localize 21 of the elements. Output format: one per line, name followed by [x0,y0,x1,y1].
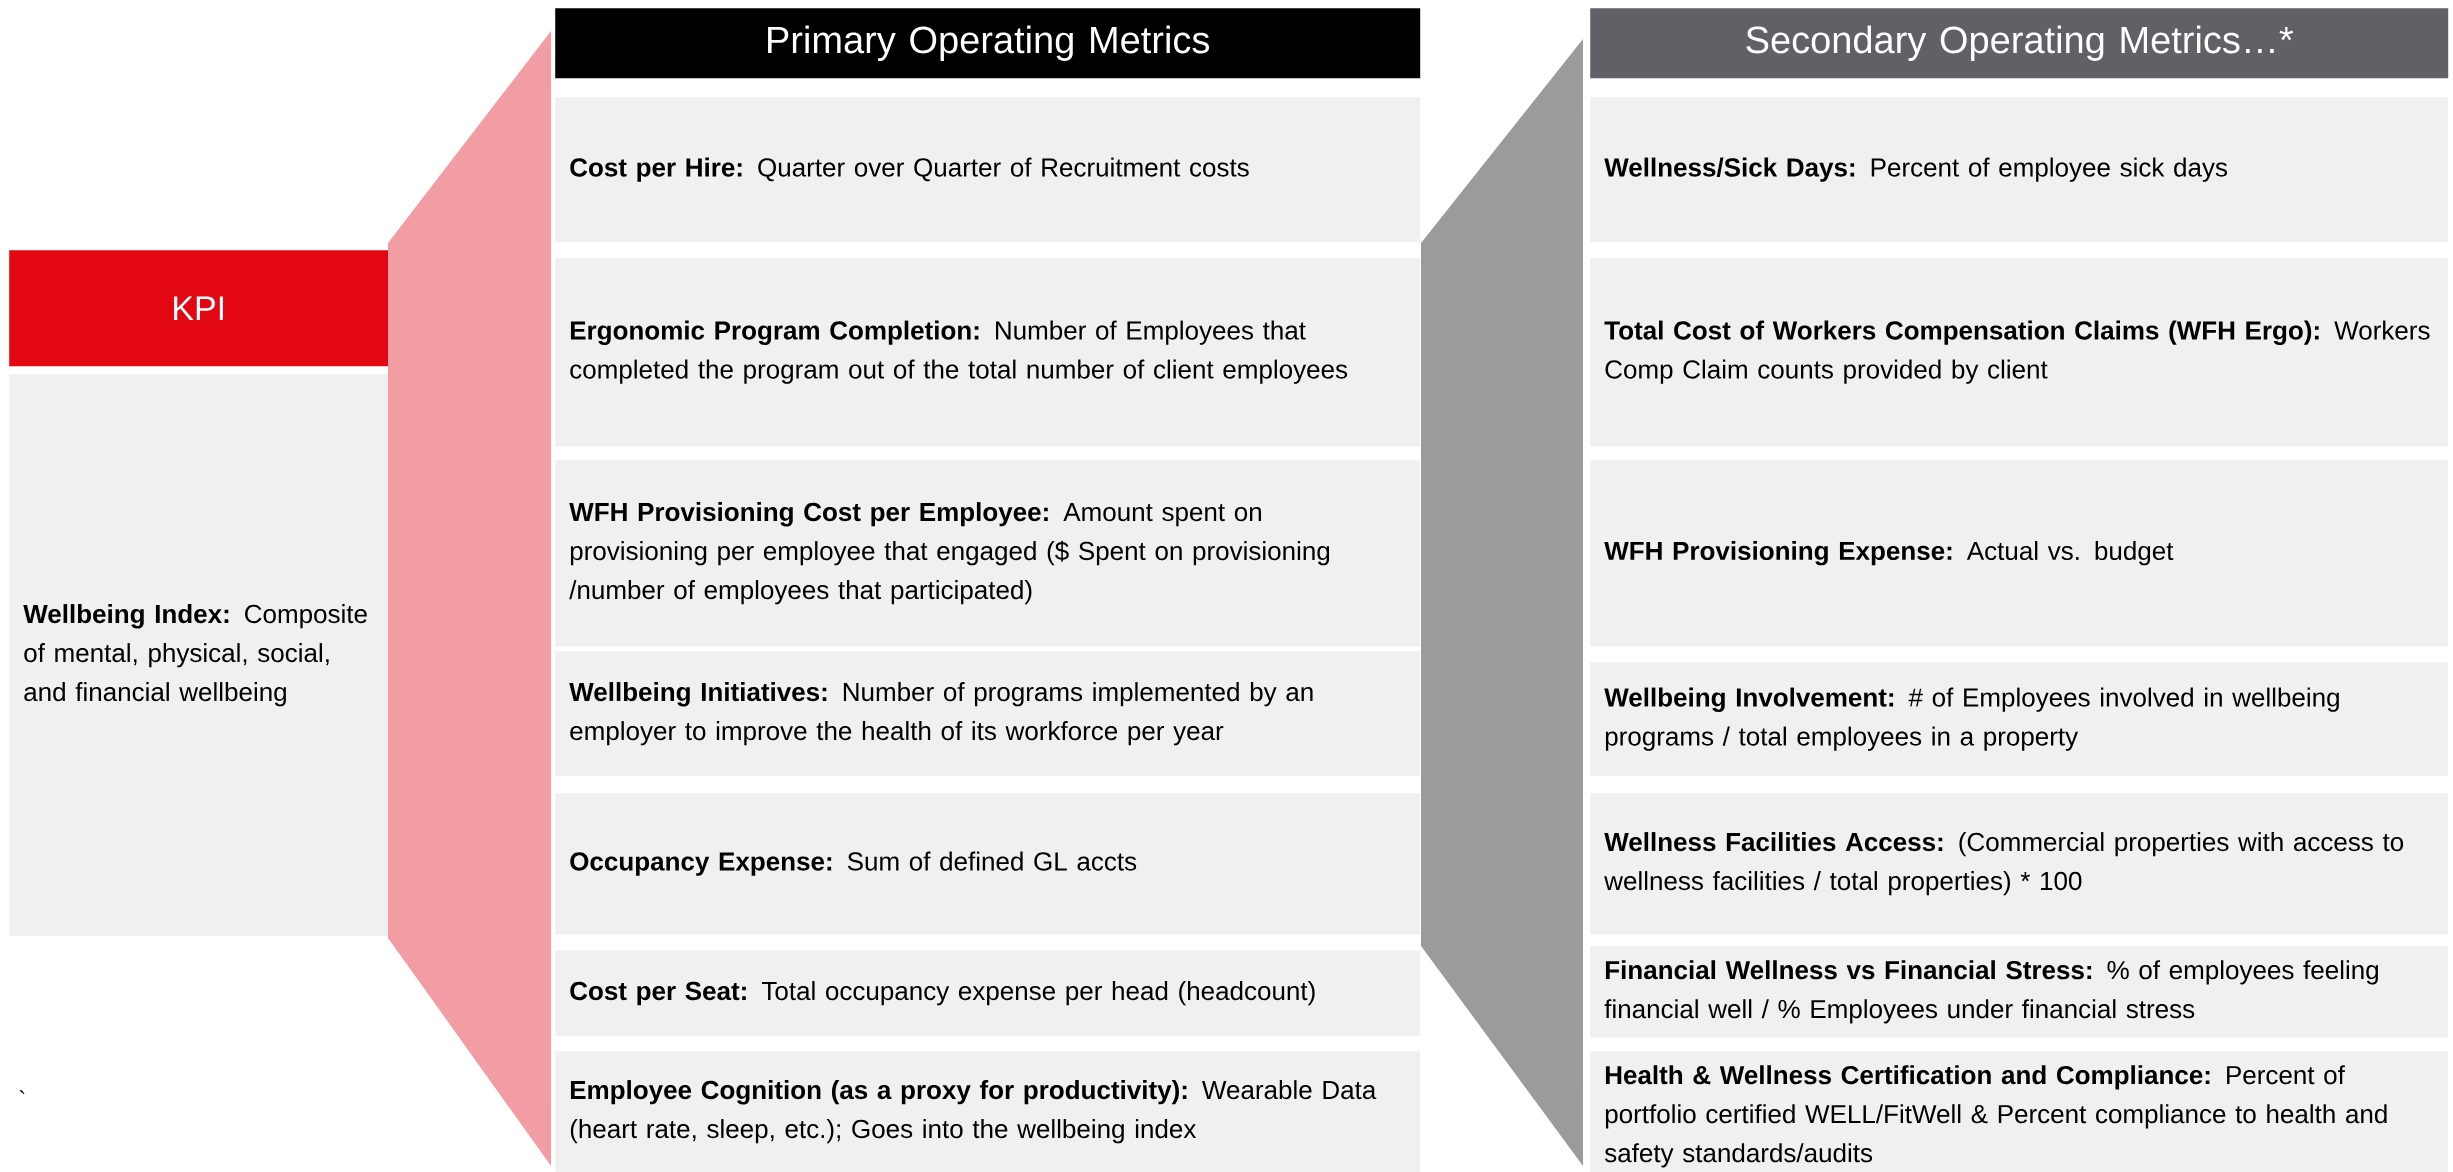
metric-box: Wellness Facilities Access: (Commercial properties with access to wellness facilities / total properties) * 100 [1590,793,2449,935]
metric-box: Wellbeing Initiatives: Number of programs implemented by an employer to improve the health of its workforce per year [555,651,1421,777]
column-header: Primary Operating Metrics [555,8,1421,79]
metric-box: WFH Provisioning Cost per Employee: Amount spent on provisioning per employee that engaged ($ Spent on provisioning /number of employees that participated) [555,460,1421,647]
note-text: ` [19,1090,25,1094]
metric-box: Financial Wellness vs Financial Stress: % of employees feeling financial well / % Employees under financial stress [1590,946,2449,1038]
header-box: KPI [9,250,389,367]
column-header: Secondary Operating Metrics…* [1590,8,2449,79]
metric-box: WFH Provisioning Expense: Actual vs. budget [1590,460,2449,647]
metric-box: Occupancy Expense: Sum of defined GL accts [555,793,1421,935]
metric-box: Total Cost of Workers Compensation Claims (WFH Ergo): Workers Comp Claim counts provided by client [1590,258,2449,447]
funnel-shape [388,31,551,1166]
metric-box: Ergonomic Program Completion: Number of Employees that completed the program out of the total number of client employees [555,258,1421,447]
metric-box: Health & Wellness Certification and Compliance: Percent of portfolio certified WELL/FitWell & Percent compliance to health and safety standards/audits [1590,1051,2449,1172]
metric-box: Wellbeing Index: Composite of mental, physical, social, and financial wellbeing [9,374,389,937]
metric-box: Wellness/Sick Days: Percent of employee sick days [1590,97,2449,243]
metric-box: Cost per Hire: Quarter over Quarter of Recruitment costs [555,97,1421,243]
funnel-shape [1421,39,1583,1166]
metric-box: Employee Cognition (as a proxy for productivity): Wearable Data (heart rate, sleep, etc.); Goes into the wellbeing index [555,1051,1421,1172]
metric-box: Wellbeing Involvement: # of Employees involved in wellbeing programs / total employees in a property [1590,662,2449,777]
metric-box: Cost per Seat: Total occupancy expense per head (headcount) [555,950,1421,1037]
